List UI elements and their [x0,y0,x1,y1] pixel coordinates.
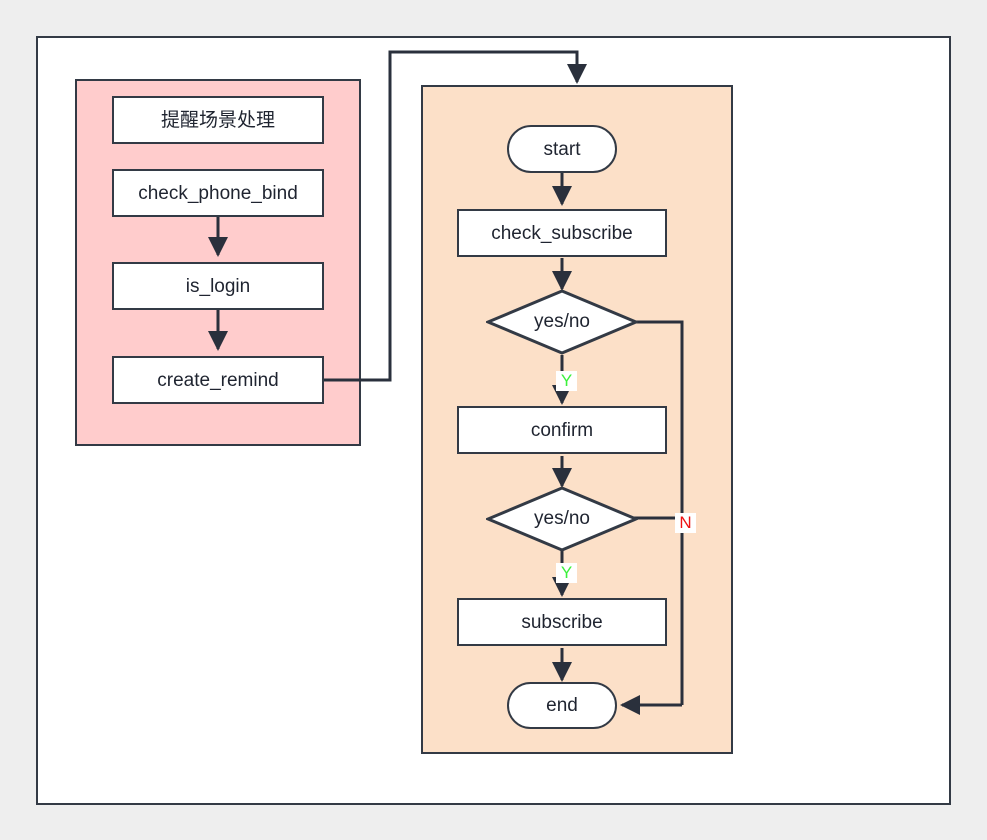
edge-label-yes-confirm: Y [556,563,577,583]
node-end[interactable]: end [507,682,617,729]
node-decision-subscribe[interactable]: yes/no [486,289,638,355]
node-check-phone-bind[interactable]: check_phone_bind [112,169,324,217]
node-decision-confirm[interactable]: yes/no [486,486,638,552]
node-start[interactable]: start [507,125,617,173]
node-confirm[interactable]: confirm [457,406,667,454]
node-subscribe[interactable]: subscribe [457,598,667,646]
node-check-subscribe[interactable]: check_subscribe [457,209,667,257]
edge-label-yes-subscribe: Y [556,371,577,391]
node-create-remind[interactable]: create_remind [112,356,324,404]
node-remind-title[interactable]: 提醒场景处理 [112,96,324,144]
node-is-login[interactable]: is_login [112,262,324,310]
edge-label-no-confirm: N [675,513,696,533]
